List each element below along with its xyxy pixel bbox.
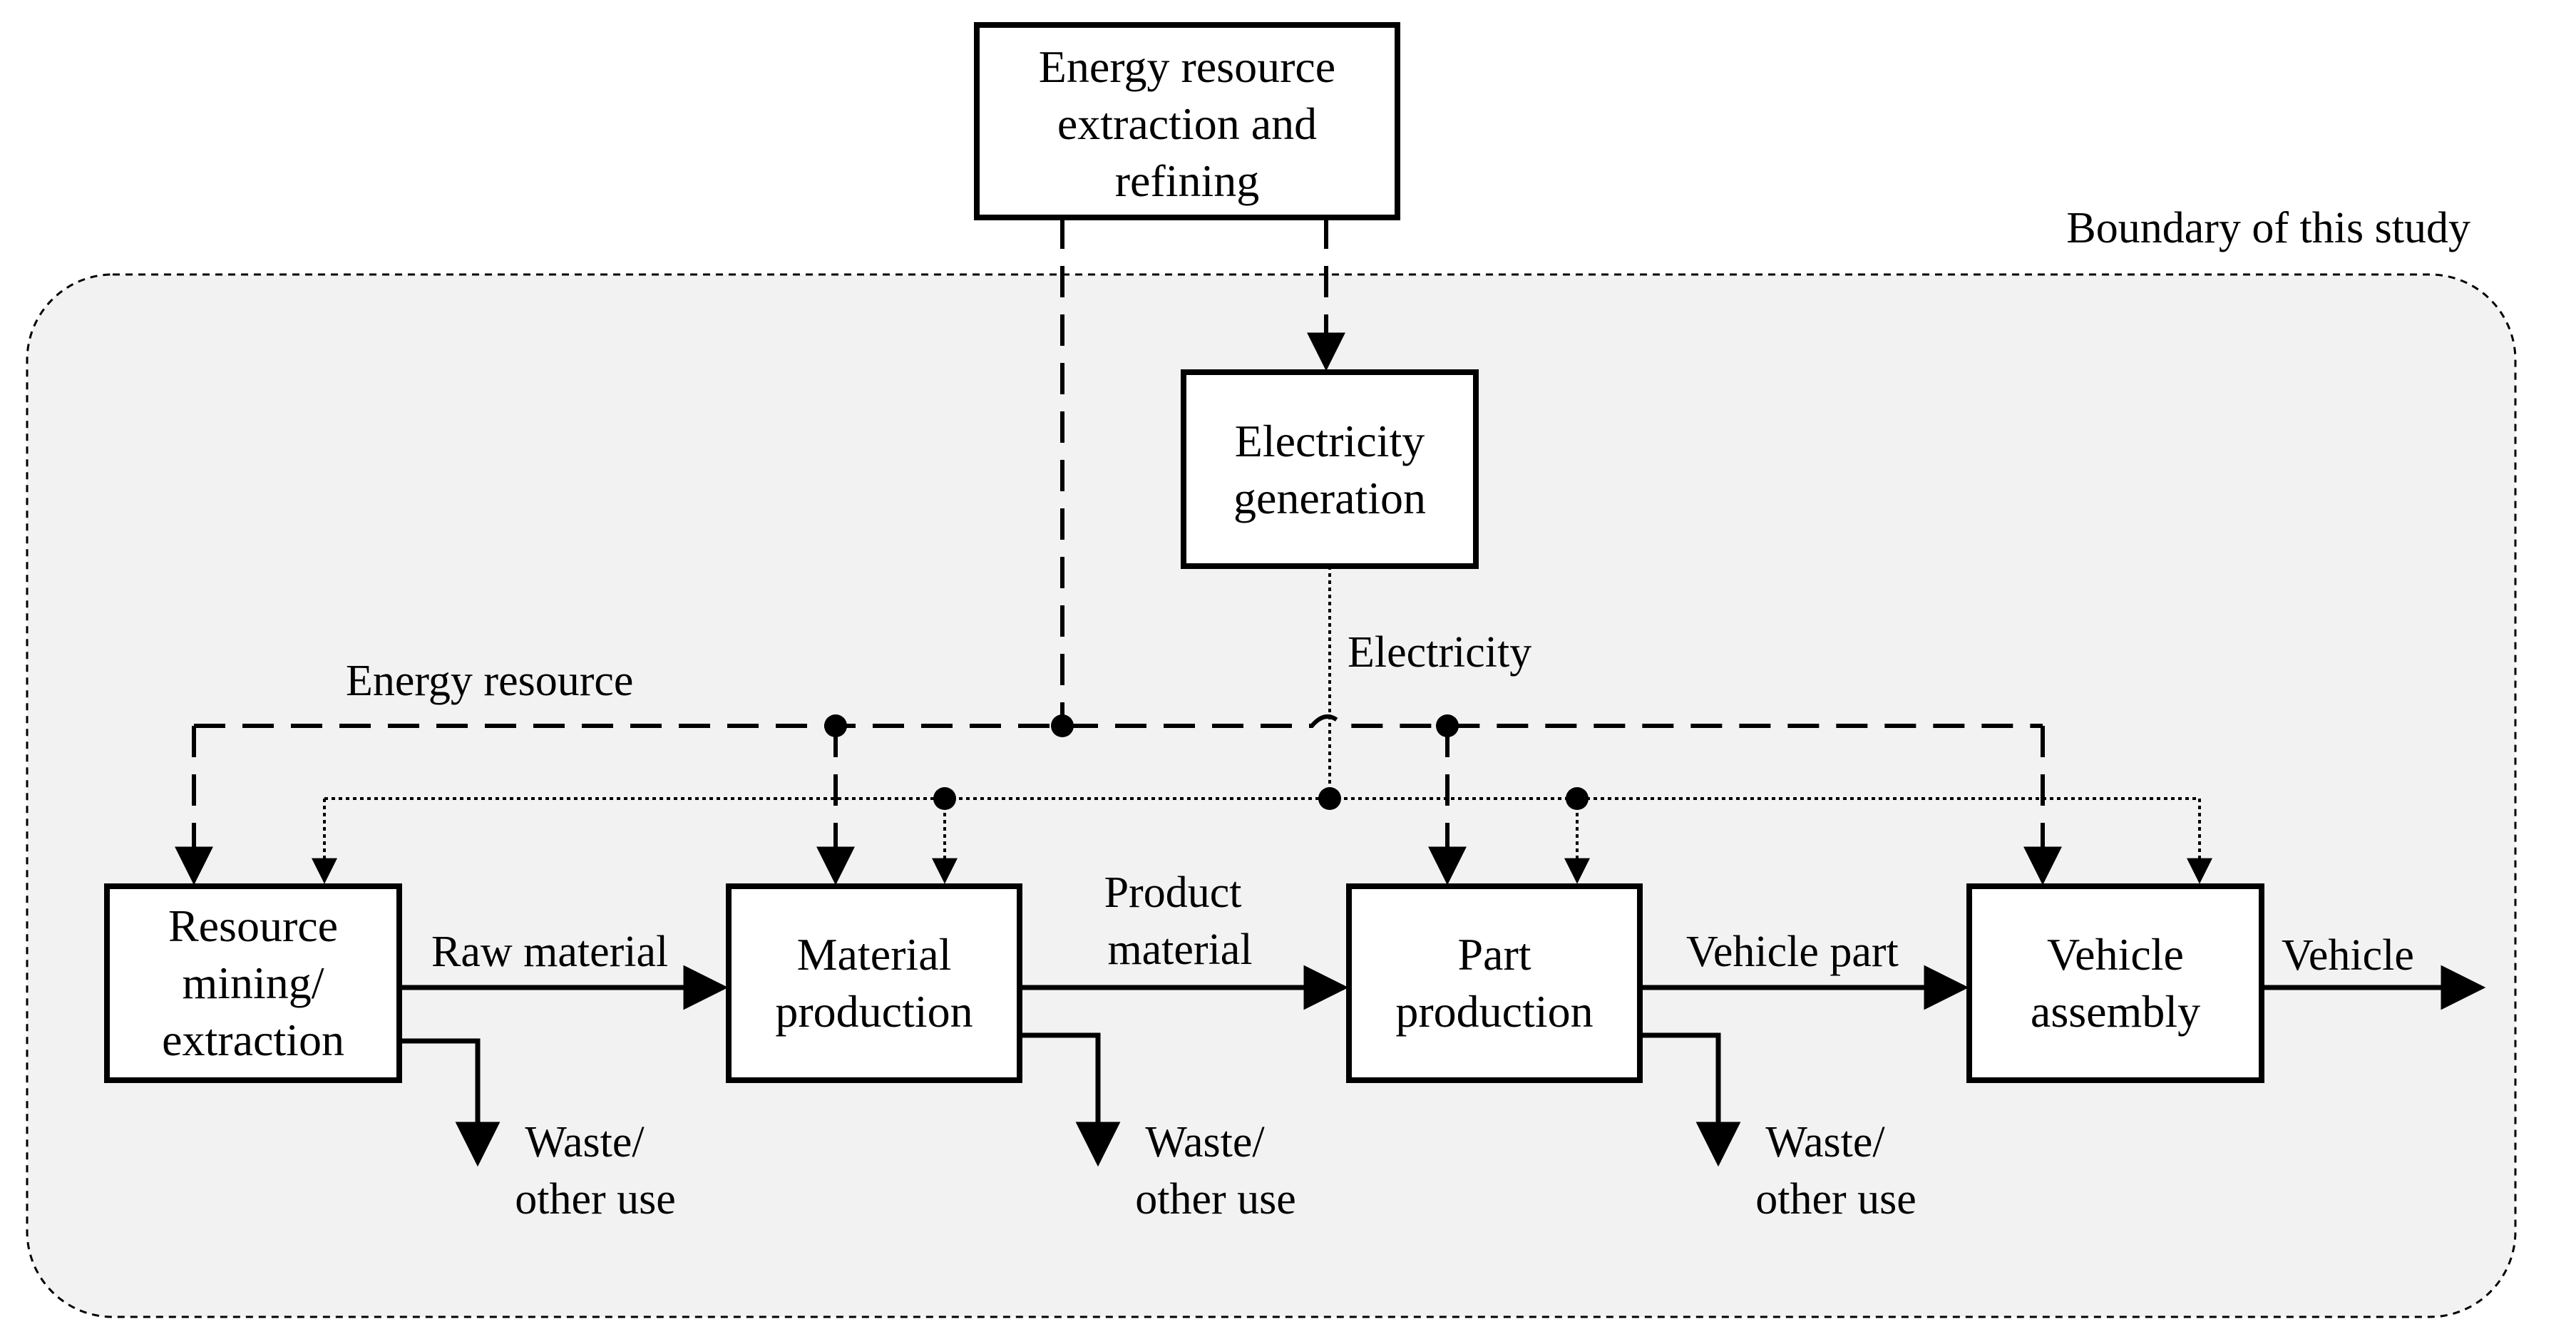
box-energy-extraction-line3: refining xyxy=(1115,155,1260,206)
waste-label-3-line2: other use xyxy=(1755,1175,1916,1224)
waste-label-3: Waste/ other use xyxy=(1755,1118,1916,1224)
box-material-line1: Material xyxy=(797,929,952,980)
waste-label-1-line1: Waste/ xyxy=(525,1118,645,1166)
box-vehicle-line1: Vehicle xyxy=(2047,929,2184,980)
product-material-label-line1: Product xyxy=(1104,868,1242,917)
box-vehicle-assembly: Vehicle assembly xyxy=(1966,883,2264,1083)
energy-resource-network xyxy=(175,217,2062,886)
box-resource-mining: Resource mining/ extraction xyxy=(104,883,402,1083)
box-material-line2: production xyxy=(775,986,973,1037)
box-part-line1: Part xyxy=(1457,929,1531,980)
box-resource-line1: Resource xyxy=(168,901,338,951)
box-resource-line2: mining/ xyxy=(182,958,324,1008)
product-material-label-line2: material xyxy=(1107,925,1252,974)
waste-flows xyxy=(399,1032,1741,1167)
waste-label-1-line2: other use xyxy=(515,1175,676,1224)
waste-label-2: Waste/ other use xyxy=(1135,1118,1296,1224)
box-vehicle-line2: assembly xyxy=(2031,986,2200,1037)
box-electricity-line2: generation xyxy=(1233,473,1426,523)
box-energy-extraction-line2: extraction and xyxy=(1057,98,1317,149)
boundary-label: Boundary of this study xyxy=(2066,204,2470,252)
energy-resource-label: Energy resource xyxy=(346,657,633,705)
box-part-production: Part production xyxy=(1346,883,1643,1083)
electricity-network xyxy=(312,566,2212,884)
box-energy-extraction-line1: Energy resource xyxy=(1039,41,1335,92)
box-energy-extraction: Energy resource extraction and refining xyxy=(974,22,1400,220)
waste-label-1: Waste/ other use xyxy=(515,1118,676,1224)
vehicle-part-label: Vehicle part xyxy=(1686,928,1899,976)
vehicle-label: Vehicle xyxy=(2282,931,2414,980)
waste-label-2-line1: Waste/ xyxy=(1145,1118,1265,1166)
electricity-label: Electricity xyxy=(1348,628,1531,677)
box-resource-line3: extraction xyxy=(162,1015,344,1065)
energy-junction-dots xyxy=(824,714,1459,737)
box-part-line2: production xyxy=(1395,986,1593,1037)
waste-label-3-line1: Waste/ xyxy=(1765,1118,1885,1166)
box-material-production: Material production xyxy=(726,883,1022,1083)
box-electricity-line1: Electricity xyxy=(1235,416,1425,466)
waste-label-2-line2: other use xyxy=(1135,1175,1296,1224)
electricity-junction-dots xyxy=(933,787,1589,810)
box-electricity-generation: Electricity generation xyxy=(1181,369,1479,569)
study-boundary xyxy=(26,273,2517,1318)
raw-material-label: Raw material xyxy=(431,928,668,976)
